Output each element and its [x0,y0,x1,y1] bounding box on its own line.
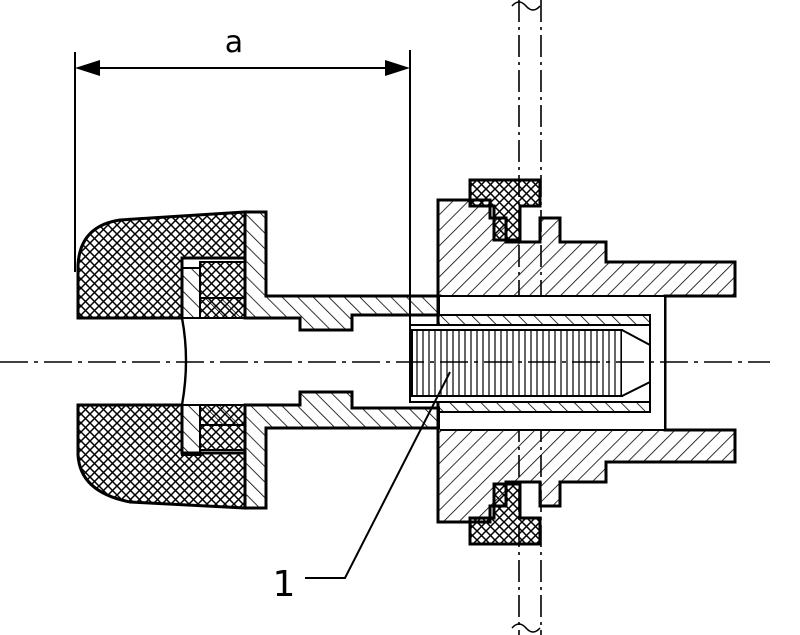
dimension-label: a [225,25,243,60]
knob-bore [78,316,188,407]
seal-rings [468,178,542,546]
dimension-a: a [74,25,411,330]
callout-label: 1 [273,564,296,605]
threaded-insert [411,329,651,397]
callout-leader: 1 [273,371,451,605]
spindle [181,210,442,510]
knob [76,210,247,510]
